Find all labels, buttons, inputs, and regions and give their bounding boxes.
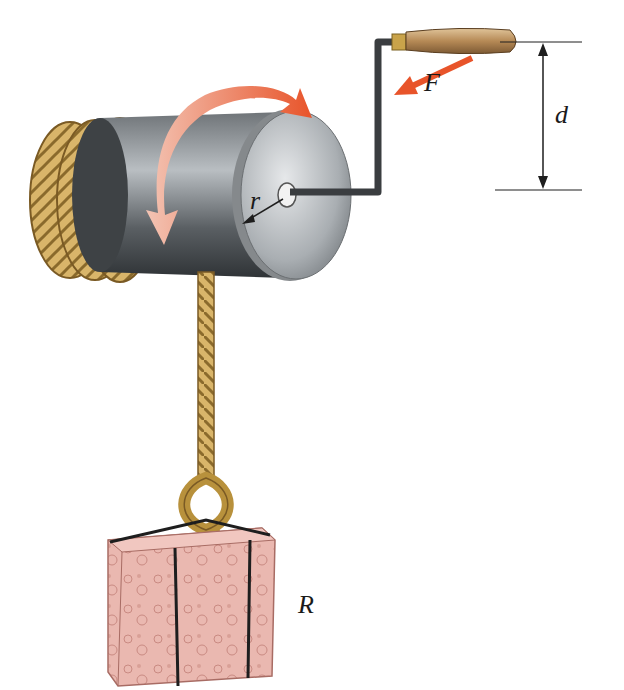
load-label: R xyxy=(298,592,314,618)
distance-label: d xyxy=(555,102,568,128)
force-label: F xyxy=(424,70,440,96)
radius-label: r xyxy=(250,188,260,214)
